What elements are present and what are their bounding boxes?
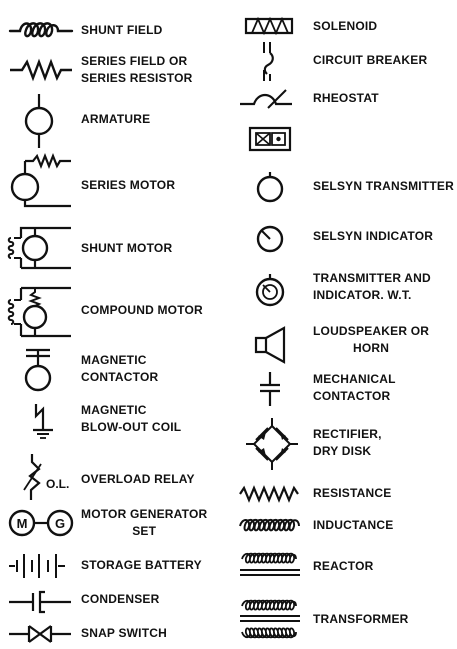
label-line: SERIES FIELD OR bbox=[81, 54, 188, 68]
label-resistance: RESISTANCE bbox=[313, 485, 391, 502]
label-line: MECHANICAL bbox=[313, 372, 396, 386]
reactor-symbol bbox=[238, 550, 302, 580]
label-transformer: TRANSFORMER bbox=[313, 611, 409, 628]
label-line: TRANSMITTER AND bbox=[313, 271, 431, 285]
magnetic-contactor-symbol bbox=[18, 346, 58, 396]
selsyn-indicator-symbol bbox=[254, 222, 288, 256]
label-reactor: REACTOR bbox=[313, 558, 374, 575]
label-inductance: INDUCTANCE bbox=[313, 517, 393, 534]
mechanical-contactor-symbol bbox=[256, 370, 284, 408]
overload-relay-marker: O.L. bbox=[46, 477, 70, 491]
label-line: SERIES RESISTOR bbox=[81, 71, 193, 85]
label-line: HORN bbox=[353, 341, 390, 355]
label-line: ARMATURE bbox=[81, 112, 151, 126]
resistance-symbol bbox=[238, 486, 302, 502]
label-line: STORAGE BATTERY bbox=[81, 558, 202, 572]
label-shunt-motor: SHUNT MOTOR bbox=[81, 240, 172, 257]
label-line: SERIES MOTOR bbox=[81, 178, 176, 192]
label-magnetic-contactor: MAGNETIC CONTACTOR bbox=[81, 352, 158, 386]
label-line: CIRCUIT BREAKER bbox=[313, 53, 428, 67]
label-rheostat: RHEOSTAT bbox=[313, 90, 379, 107]
label-line: CONDENSER bbox=[81, 592, 160, 606]
label-motor-generator: MOTOR GENERATOR SET bbox=[81, 506, 207, 540]
shunt-field-symbol bbox=[8, 18, 74, 44]
label-blowout-coil: MAGNETIC BLOW-OUT COIL bbox=[81, 402, 181, 436]
label-snap-switch: SNAP SWITCH bbox=[81, 625, 167, 642]
shunt-motor-symbol bbox=[5, 220, 75, 276]
label-line: LOUDSPEAKER OR bbox=[313, 324, 430, 338]
transmitter-indicator-symbol bbox=[252, 272, 288, 308]
label-mechanical-contactor: MECHANICAL CONTACTOR bbox=[313, 371, 396, 405]
series-motor-symbol bbox=[5, 155, 75, 211]
rheostat-symbol bbox=[238, 86, 302, 110]
label-selsyn-transmitter: SELSYN TRANSMITTER bbox=[313, 178, 454, 195]
blowout-coil-symbol bbox=[26, 402, 56, 440]
snap-switch-symbol bbox=[7, 622, 73, 646]
motor-generator-symbol: M G bbox=[4, 508, 78, 538]
generator-letter: G bbox=[55, 516, 65, 531]
label-series-motor: SERIES MOTOR bbox=[81, 177, 175, 194]
label-line: SOLENOID bbox=[313, 19, 378, 33]
label-line: SNAP SWITCH bbox=[81, 626, 167, 640]
label-overload-relay: OVERLOAD RELAY bbox=[81, 471, 195, 488]
label-line: RESISTANCE bbox=[313, 486, 392, 500]
label-line: MAGNETIC bbox=[81, 403, 147, 417]
solenoid-symbol bbox=[244, 17, 294, 35]
label-storage-battery: STORAGE BATTERY bbox=[81, 557, 202, 574]
label-loudspeaker: LOUDSPEAKER OR HORN bbox=[313, 323, 429, 357]
label-compound-motor: COMPOUND MOTOR bbox=[81, 302, 203, 319]
label-line: CONTACTOR bbox=[313, 389, 391, 403]
label-rectifier: RECTIFIER, DRY DISK bbox=[313, 426, 382, 460]
selsyn-transmitter-symbol bbox=[254, 170, 288, 204]
compound-motor-symbol bbox=[5, 282, 75, 342]
label-circuit-breaker: CIRCUIT BREAKER bbox=[313, 52, 427, 69]
label-line: SHUNT FIELD bbox=[81, 23, 163, 37]
label-line: CONTACTOR bbox=[81, 370, 159, 384]
overload-relay-symbol bbox=[22, 452, 46, 502]
rectifier-symbol bbox=[244, 416, 300, 472]
inductance-symbol bbox=[238, 516, 302, 536]
label-condenser: CONDENSER bbox=[81, 591, 159, 608]
transformer-symbol bbox=[238, 596, 302, 646]
switch-receptacle-symbol bbox=[248, 126, 292, 152]
label-selsyn-indicator: SELSYN INDICATOR bbox=[313, 228, 433, 245]
label-solenoid: SOLENOID bbox=[313, 18, 377, 35]
label-line: RECTIFIER, bbox=[313, 427, 382, 441]
circuit-breaker-symbol bbox=[254, 40, 284, 82]
label-line: MAGNETIC bbox=[81, 353, 147, 367]
storage-battery-symbol bbox=[7, 552, 73, 580]
label-transmitter-indicator: TRANSMITTER AND INDICATOR. W.T. bbox=[313, 270, 431, 304]
series-field-symbol bbox=[8, 58, 74, 82]
label-series-field: SERIES FIELD OR SERIES RESISTOR bbox=[81, 53, 192, 87]
label-line: INDUCTANCE bbox=[313, 518, 394, 532]
label-line: BLOW-OUT COIL bbox=[81, 420, 182, 434]
label-shunt-field: SHUNT FIELD bbox=[81, 22, 163, 39]
label-line: SET bbox=[132, 524, 157, 538]
loudspeaker-symbol bbox=[254, 326, 288, 364]
label-line: DRY DISK bbox=[313, 444, 372, 458]
label-line: TRANSFORMER bbox=[313, 612, 409, 626]
label-line: OVERLOAD RELAY bbox=[81, 472, 195, 486]
armature-symbol bbox=[18, 92, 60, 150]
label-armature: ARMATURE bbox=[81, 111, 150, 128]
motor-letter: M bbox=[17, 516, 28, 531]
label-line: REACTOR bbox=[313, 559, 374, 573]
label-line: COMPOUND MOTOR bbox=[81, 303, 203, 317]
label-line: INDICATOR. W.T. bbox=[313, 288, 412, 302]
label-line: SELSYN TRANSMITTER bbox=[313, 179, 454, 193]
label-line: MOTOR GENERATOR bbox=[81, 507, 208, 521]
condenser-symbol bbox=[7, 588, 73, 616]
label-line: RHEOSTAT bbox=[313, 91, 379, 105]
label-line: SELSYN INDICATOR bbox=[313, 229, 434, 243]
label-line: SHUNT MOTOR bbox=[81, 241, 173, 255]
